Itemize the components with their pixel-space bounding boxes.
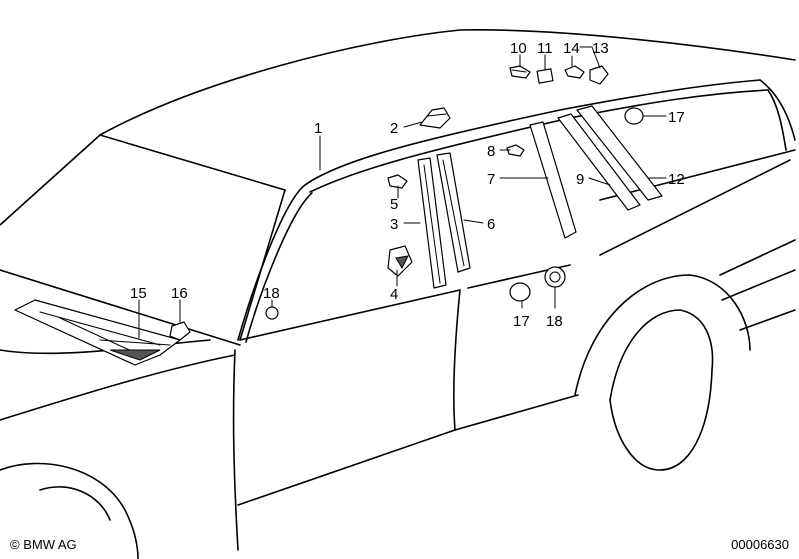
label-16: 16	[171, 285, 188, 302]
label-4: 4	[390, 286, 398, 303]
label-15: 15	[130, 285, 147, 302]
label-2: 2	[390, 120, 398, 137]
label-3: 3	[390, 216, 398, 233]
label-5: 5	[390, 196, 398, 213]
label-13: 13	[592, 40, 609, 57]
label-11: 11	[537, 40, 553, 57]
leader-lines	[138, 46, 667, 339]
label-18-bottom: 18	[546, 313, 563, 330]
car-body-outline	[0, 29, 796, 559]
label-8: 8	[487, 143, 495, 160]
label-9: 9	[576, 171, 584, 188]
label-18-left: 18	[263, 285, 280, 302]
label-7: 7	[487, 171, 495, 188]
label-10: 10	[510, 40, 527, 57]
label-12: 12	[668, 171, 685, 188]
small-parts	[169, 65, 663, 341]
label-17-top: 17	[668, 109, 685, 126]
label-14: 14	[563, 40, 580, 57]
label-17-bottom: 17	[513, 313, 530, 330]
copyright-text: © BMW AG	[10, 537, 77, 552]
label-1: 1	[314, 120, 322, 137]
callout-labels: 1 2 3 4 5 6 7 8 9 10 11 12 13 14 15 16 1…	[130, 40, 685, 330]
diagram-reference-number: 00006630	[731, 537, 789, 552]
label-6: 6	[487, 216, 495, 233]
